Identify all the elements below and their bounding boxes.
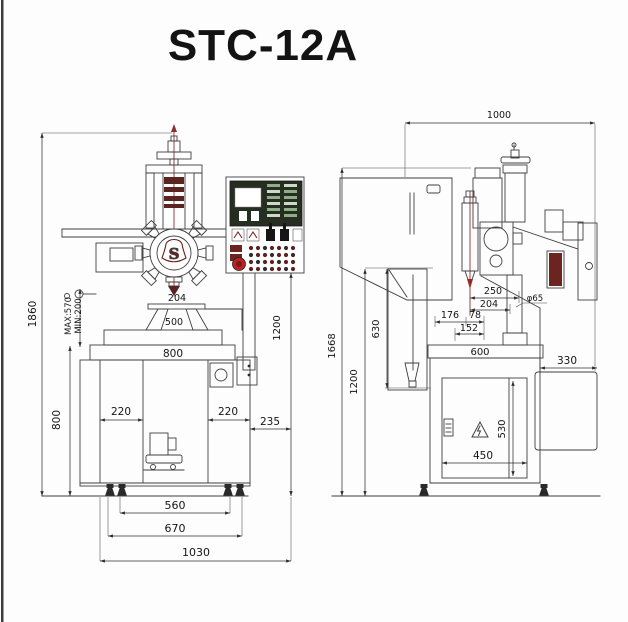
dim-600: 600	[470, 347, 489, 358]
dim-phi65: φ65	[527, 294, 543, 304]
panel-switch-row	[231, 223, 303, 242]
front-feet	[105, 484, 245, 496]
led-rows	[267, 184, 297, 217]
dim-1860: 1860	[27, 301, 39, 328]
warning-triangle-icon	[471, 420, 489, 438]
dim-78: 78	[469, 310, 481, 321]
dim-800-left: 800	[51, 410, 63, 430]
dim-670: 670	[165, 522, 186, 535]
front-turret: S	[134, 219, 214, 296]
dim-560: 560	[165, 499, 186, 512]
dim-630: 630	[371, 319, 382, 338]
page-title: STC-12A	[168, 21, 358, 70]
dim-176: 176	[441, 310, 459, 321]
side-view: 1000 1668 1200 630 250 204 176 78	[327, 110, 601, 497]
crt-screen	[234, 187, 262, 208]
turret-logo: S	[169, 245, 180, 263]
dim-330: 330	[557, 355, 577, 367]
dim-1030: 1030	[182, 546, 210, 559]
front-view: S	[27, 124, 305, 563]
panel-buttons	[230, 245, 296, 272]
dim-235: 235	[260, 416, 280, 428]
front-base	[41, 271, 258, 497]
dim-220-left: 220	[111, 406, 131, 418]
dim-450: 450	[473, 450, 493, 462]
side-dimensions: 1000 1668 1200 630 250 204 176 78	[327, 110, 598, 497]
front-dimensions: 1860 MAX:570 MIN:200 800 204 500 800 220…	[27, 132, 293, 563]
dim-530: 530	[497, 419, 508, 438]
dim-1200-side: 1200	[349, 369, 360, 394]
dim-500: 500	[165, 317, 183, 328]
dim-800-table: 800	[163, 348, 183, 360]
dim-220-right: 220	[218, 406, 238, 418]
dim-max-570: MAX:570	[64, 297, 74, 335]
dim-204-side: 204	[480, 299, 498, 310]
dim-min-200: MIN:200	[74, 298, 84, 333]
dim-1000: 1000	[487, 110, 511, 121]
dim-1200-front: 1200	[272, 315, 283, 340]
dim-204-front: 204	[168, 293, 186, 304]
dim-1668: 1668	[327, 333, 338, 358]
side-machine-body	[331, 142, 601, 497]
dim-250: 250	[484, 286, 502, 297]
scan-edge-line	[1, 0, 4, 622]
front-control-panel	[225, 176, 305, 274]
chip-conveyor	[143, 432, 185, 471]
dim-152: 152	[460, 323, 478, 334]
